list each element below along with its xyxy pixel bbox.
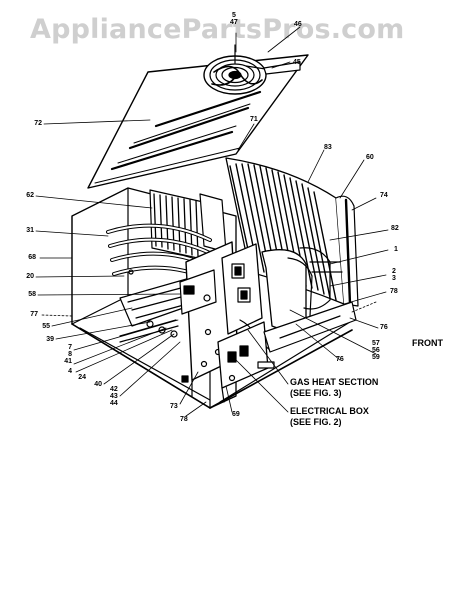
label-68: 68 (28, 254, 36, 261)
label-69: 69 (232, 411, 240, 418)
label-78-bottom: 78 (180, 416, 188, 423)
label-78-right: 78 (390, 288, 398, 295)
label-39: 39 (46, 336, 54, 343)
gas-heat-section (221, 243, 271, 351)
top-cover-panel (87, 54, 309, 189)
label-4: 4 (68, 368, 72, 375)
leader-lines (35, 26, 389, 417)
label-76-right: 76 (380, 324, 388, 331)
label-58: 58 (28, 291, 36, 298)
label-24: 24 (78, 374, 86, 381)
label-40: 40 (94, 381, 102, 388)
label-7-8-41: 7 8 41 (64, 344, 72, 365)
front-label: FRONT (412, 338, 443, 348)
label-60: 60 (366, 154, 374, 161)
label-46: 46 (294, 21, 302, 28)
label-57-56-59: 57 56 59 (372, 340, 380, 361)
label-76-center: 76 (336, 356, 344, 363)
label-2-3: 2 3 (392, 268, 396, 282)
label-72: 72 (34, 120, 42, 127)
label-62: 62 (26, 192, 34, 199)
label-20: 20 (26, 273, 34, 280)
label-74: 74 (380, 192, 388, 199)
label-71: 71 (250, 116, 258, 123)
label-77: 77 (30, 311, 38, 318)
label-45: 45 (293, 59, 301, 66)
evaporator-coil (149, 189, 227, 263)
label-31: 31 (26, 227, 34, 234)
label-83: 83 (324, 144, 332, 151)
label-82: 82 (391, 225, 399, 232)
label-1: 1 (394, 246, 398, 253)
electrical-box-callout: ELECTRICAL BOX (SEE FIG. 2) (290, 406, 369, 427)
condenser-fan (203, 44, 301, 95)
label-55: 55 (42, 323, 50, 330)
label-73: 73 (170, 403, 178, 410)
gas-heat-section-callout: GAS HEAT SECTION (SEE FIG. 3) (290, 377, 379, 398)
electrical-box (217, 321, 269, 403)
watermark: AppliancePartsPros.com (30, 14, 405, 45)
label-42-43-44: 42 43 44 (110, 386, 118, 407)
label-5-47: 5 47 (230, 12, 238, 26)
